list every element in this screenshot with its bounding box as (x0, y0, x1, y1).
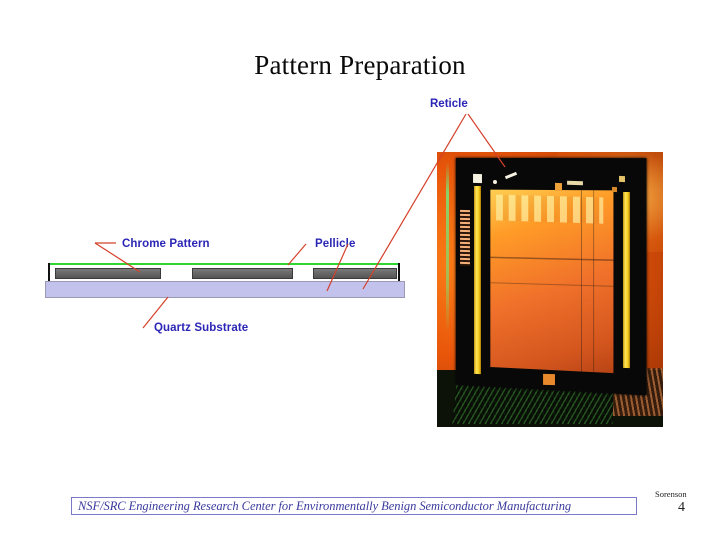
photo-fiducial-mark-1 (473, 173, 482, 184)
pellicle-frame-post-right (398, 263, 400, 281)
photo-fiducial-mark-6 (619, 175, 625, 183)
pellicle-membrane-shape (48, 263, 400, 265)
page-title: Pattern Preparation (254, 50, 466, 80)
photo-fiducial-mark-5 (555, 182, 562, 192)
photo-green-edge-fringe (446, 162, 449, 332)
photo-fiducial-mark-4 (567, 180, 583, 186)
chrome-pattern-label: Chrome Pattern (122, 238, 210, 250)
photo-yellow-strip-right (623, 191, 630, 369)
photo-pattern-text-band (496, 194, 604, 224)
footer-organization-text: NSF/SRC Engineering Research Center for … (78, 499, 572, 513)
photo-fiducial-mark-2 (493, 179, 497, 185)
footer-box: NSF/SRC Engineering Research Center for … (71, 497, 637, 515)
quartz-substrate-shape (45, 281, 405, 298)
pellicle-frame-post-left (48, 263, 50, 281)
footer-author: Sorenson (655, 489, 687, 499)
quartz-substrate-label: Quartz Substrate (154, 322, 249, 334)
footer-page-number: 4 (678, 500, 685, 515)
photo-yellow-strip-left (474, 185, 481, 375)
chrome-pattern-block-1 (55, 268, 161, 279)
chrome-pattern-block-2 (192, 268, 293, 279)
photo-fiducial-mark-7 (612, 186, 617, 193)
reticle-label: Reticle (430, 98, 468, 110)
reticle-photograph (437, 152, 663, 427)
photo-barcode-marker (460, 209, 470, 267)
pellicle-label: Pellicle (315, 238, 356, 250)
photo-fiducial-mark-8 (543, 373, 555, 386)
chrome-pattern-block-3 (313, 268, 397, 279)
reticle-cross-section-diagram: Chrome Pattern Pellicle Quartz Substrate (40, 230, 420, 340)
